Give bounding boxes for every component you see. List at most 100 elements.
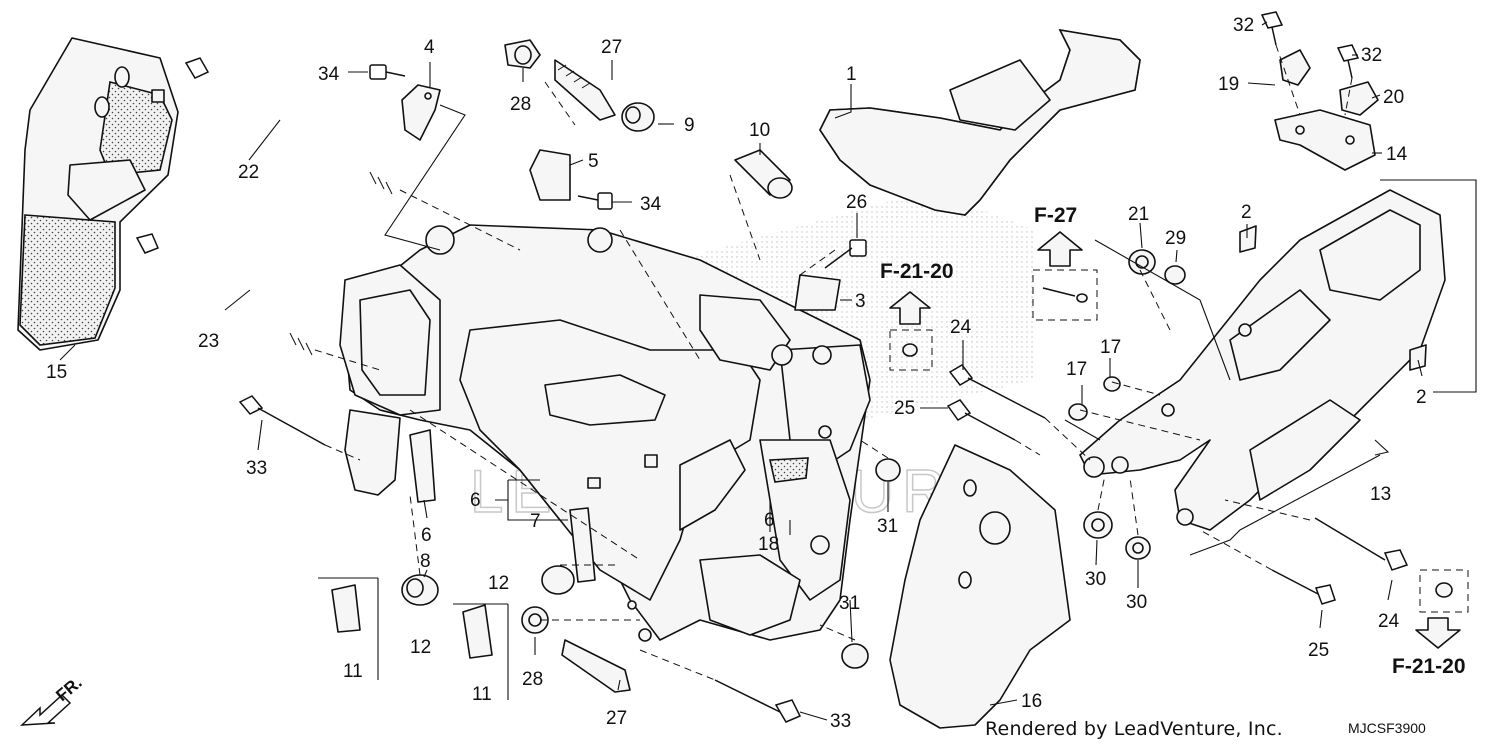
callout-24a[interactable]: 24 [950, 317, 972, 338]
part-8-12-collar-left[interactable] [401, 574, 439, 606]
callout-2b[interactable]: 2 [1416, 387, 1427, 408]
part-6-rubber-left[interactable] [409, 429, 436, 503]
part-2-label-b[interactable] [1409, 344, 1427, 371]
callout-25b[interactable]: 25 [1308, 640, 1329, 661]
callout-30a[interactable]: 30 [1085, 569, 1106, 590]
callout-25a[interactable]: 25 [894, 398, 915, 419]
part-33-bolt-bottom[interactable] [714, 679, 802, 723]
part-11-bracket-left[interactable] [331, 584, 361, 633]
callout-4[interactable]: 4 [424, 37, 435, 58]
callout-33a[interactable]: 33 [246, 458, 267, 479]
callout-12b[interactable]: 12 [488, 573, 509, 594]
part-24-bolt-center[interactable] [948, 364, 1046, 419]
f2120-top-up-arrow[interactable] [889, 291, 931, 325]
callout-2a[interactable]: 2 [1241, 202, 1252, 223]
callout-34b[interactable]: 34 [640, 194, 662, 215]
reference-f27[interactable]: F-27 [1034, 204, 1077, 227]
callout-6a[interactable]: 6 [421, 525, 432, 546]
callout-1[interactable]: 1 [846, 64, 857, 85]
callout-10[interactable]: 10 [749, 120, 770, 141]
part-20-clamp[interactable] [1339, 81, 1379, 116]
part-21-grommet[interactable] [1128, 249, 1156, 275]
callout-34a[interactable]: 34 [318, 64, 340, 85]
callout-27a[interactable]: 27 [601, 37, 622, 58]
callout-12a[interactable]: 12 [410, 637, 431, 658]
part-33-bolt-left[interactable] [238, 395, 326, 446]
reference-f2120-bottom[interactable]: F-21-20 [1392, 655, 1466, 678]
callout-28b[interactable]: 28 [522, 669, 543, 690]
part-11-bracket-right[interactable] [462, 604, 493, 659]
callout-5[interactable]: 5 [588, 151, 599, 172]
f27-up-arrow[interactable] [1037, 231, 1083, 267]
callout-28a[interactable]: 28 [510, 94, 531, 115]
callout-27b[interactable]: 27 [606, 708, 627, 729]
callout-19[interactable]: 19 [1218, 74, 1239, 95]
f2120-bottom-down-arrow[interactable] [1415, 617, 1461, 649]
callout-26[interactable]: 26 [846, 192, 867, 213]
callout-21[interactable]: 21 [1128, 204, 1149, 225]
part-30-nut-b[interactable] [1125, 536, 1151, 560]
callout-13[interactable]: 13 [1370, 484, 1391, 505]
callout-30b[interactable]: 30 [1126, 592, 1147, 613]
part-28-nut-top[interactable] [504, 39, 541, 69]
part-32-bolt-a[interactable] [1260, 11, 1284, 46]
callout-3[interactable]: 3 [855, 291, 866, 312]
callout-16[interactable]: 16 [1021, 691, 1042, 712]
part-3-bracket[interactable] [794, 274, 841, 311]
part-14-bracket[interactable] [1274, 109, 1376, 171]
part-24-bolt-right[interactable] [1314, 517, 1409, 571]
part-12-collar-mid[interactable] [541, 565, 575, 595]
callout-11a[interactable]: 11 [343, 661, 363, 682]
part-25-bolt-center[interactable] [946, 399, 1016, 441]
part-15-side-shield[interactable] [17, 37, 179, 351]
part-7-rubber[interactable] [569, 507, 596, 583]
part-19-clamp[interactable] [1279, 49, 1311, 86]
part-17-nut-b[interactable] [1068, 403, 1088, 421]
callout-32a[interactable]: 32 [1233, 15, 1254, 36]
callout-9[interactable]: 9 [684, 115, 695, 136]
part-5-clip[interactable] [529, 149, 571, 201]
part-25-bolt-right[interactable] [1271, 569, 1336, 605]
callout-24b[interactable]: 24 [1378, 611, 1400, 632]
callout-20[interactable]: 20 [1383, 87, 1404, 108]
callout-32b[interactable]: 32 [1361, 45, 1382, 66]
part-26-bolt[interactable] [824, 239, 867, 269]
callout-14[interactable]: 14 [1386, 144, 1408, 165]
reference-f2120-top[interactable]: F-21-20 [880, 260, 954, 283]
part-30-nut-a[interactable] [1083, 511, 1113, 539]
callout-23[interactable]: 23 [198, 331, 219, 352]
part-31-nut-a[interactable] [875, 458, 901, 482]
main-frame[interactable] [339, 224, 871, 642]
callout-17a[interactable]: 17 [1100, 337, 1121, 358]
part-22-long-bolt[interactable] [184, 57, 401, 195]
part-4-clip[interactable] [401, 84, 441, 141]
part-31-nut-b[interactable] [841, 643, 869, 669]
callout-18[interactable]: 18 [758, 534, 779, 555]
rear-subframe[interactable] [1079, 189, 1446, 531]
callout-31b[interactable]: 31 [839, 593, 860, 614]
callout-17b[interactable]: 17 [1066, 359, 1087, 380]
part-27-stud-bottom[interactable] [561, 639, 631, 693]
part-1-heat-shield[interactable] [819, 28, 1141, 216]
callout-6b[interactable]: 6 [470, 490, 481, 511]
part-17-nut-a[interactable] [1103, 376, 1121, 392]
part-34-bolt-b[interactable] [577, 192, 613, 210]
callout-8[interactable]: 8 [420, 551, 431, 572]
part-27-stud-top[interactable] [554, 59, 616, 121]
callout-7[interactable]: 7 [530, 511, 541, 532]
callout-11b[interactable]: 11 [472, 684, 492, 705]
part-32-bolt-b[interactable] [1336, 44, 1360, 79]
part-10-bushing[interactable] [734, 149, 793, 199]
part-23-long-bolt[interactable] [135, 233, 316, 356]
callout-15[interactable]: 15 [46, 362, 67, 383]
callout-33b[interactable]: 33 [830, 711, 851, 732]
part-29-collar[interactable] [1164, 265, 1186, 285]
callout-29[interactable]: 29 [1165, 228, 1186, 249]
part-9-collar[interactable] [621, 102, 655, 132]
callout-22[interactable]: 22 [238, 162, 259, 183]
part-34-bolt-a[interactable] [369, 64, 406, 80]
callout-6c[interactable]: 6 [764, 510, 775, 531]
callout-31a[interactable]: 31 [877, 516, 898, 537]
part-16-lower-shield[interactable] [889, 444, 1071, 729]
part-2-label-a[interactable] [1239, 225, 1257, 253]
